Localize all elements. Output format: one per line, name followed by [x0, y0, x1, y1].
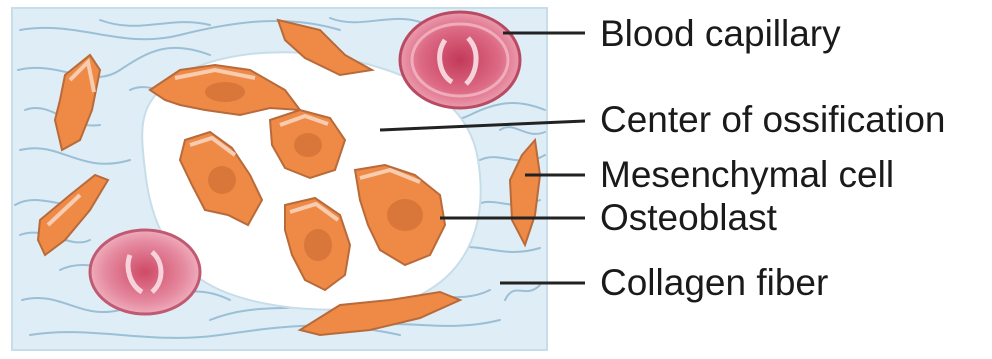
label-center-of-ossification: Center of ossification: [600, 99, 946, 140]
label-mesenchymal-cell: Mesenchymal cell: [600, 154, 894, 195]
label-blood-capillary: Blood capillary: [600, 13, 841, 54]
blood-capillary-top: [400, 12, 520, 108]
label-osteoblast: Osteoblast: [600, 197, 778, 238]
label-collagen-fiber: Collagen fiber: [600, 262, 828, 303]
blood-capillary-bottom: [90, 230, 200, 314]
